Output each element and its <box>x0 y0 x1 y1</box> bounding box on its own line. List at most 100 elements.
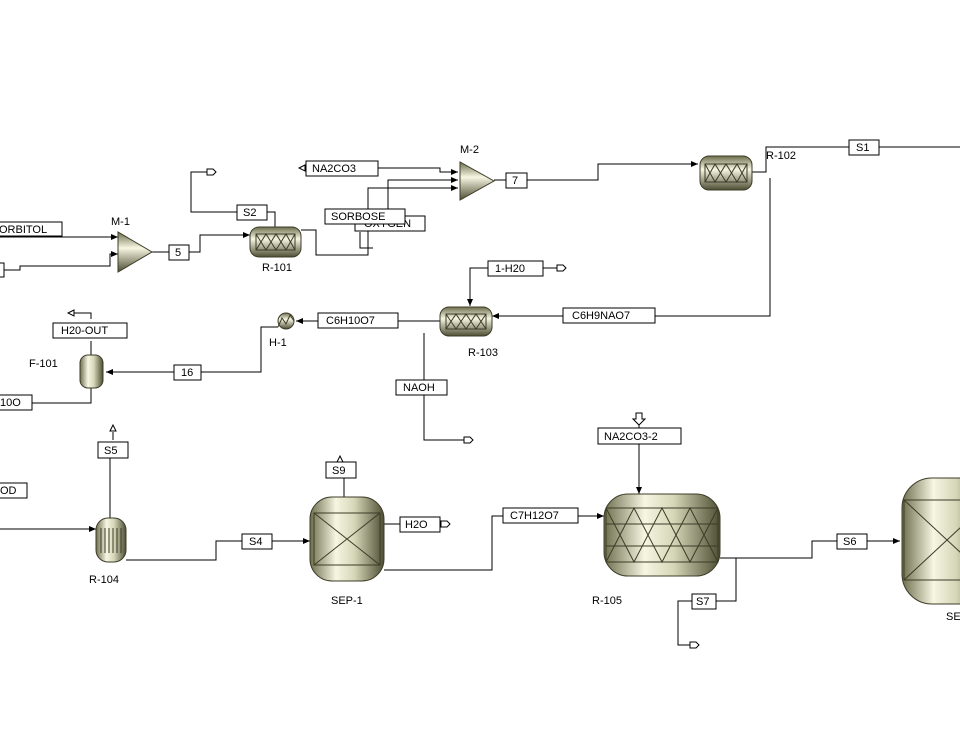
label-m2: M-2 <box>460 144 479 156</box>
tag-od-left[interactable]: OD <box>0 482 28 499</box>
label-f101: F-101 <box>29 358 58 370</box>
line-s2 <box>190 171 276 228</box>
tag-c7h12o7-text: C7H12O7 <box>510 510 559 522</box>
label-r103: R-103 <box>468 347 498 359</box>
line-c6h9nao7 <box>492 178 771 317</box>
line-naoh <box>423 333 464 441</box>
arrow-m1-in-a <box>111 234 118 240</box>
tag-stream-5[interactable]: 5 <box>168 244 190 261</box>
line-r101-out <box>301 187 458 256</box>
tag-s4[interactable]: S4 <box>241 533 273 550</box>
tag-stream-16-text: 16 <box>181 367 193 379</box>
reactor-r104-tubes <box>100 528 122 553</box>
tag-na2co3-2-text: NA2CO3-2 <box>604 431 658 443</box>
separator-right-inner <box>903 499 960 581</box>
tag-naoh[interactable]: NAOH <box>395 379 448 396</box>
tag-stream-16[interactable]: 16 <box>173 364 202 381</box>
tag-c6h10o-left-text: 10O <box>0 397 21 409</box>
line-sorbose <box>387 179 458 216</box>
tag-na2co3-2[interactable]: NA2CO3-2 <box>597 427 682 445</box>
reactor-r105[interactable] <box>603 493 721 577</box>
label-h1: H-1 <box>269 337 287 349</box>
reactor-r104[interactable] <box>95 517 127 563</box>
mixer-m1-icon <box>117 231 153 273</box>
arrow-r105-top <box>636 487 642 494</box>
tag-c6h10o-left[interactable]: 10O <box>0 394 33 411</box>
reactor-r103[interactable] <box>439 306 493 337</box>
arrow-r105-in <box>597 513 604 519</box>
reactor-r105-cross <box>605 506 719 564</box>
tag-s5-text: S5 <box>104 445 117 457</box>
tag-h2o[interactable]: H2O <box>399 516 441 533</box>
line-h2o-out <box>74 312 92 356</box>
separator-right[interactable] <box>901 477 960 605</box>
arrow-m2-in-c <box>451 185 458 191</box>
tag-c6h10o7-text: C6H10O7 <box>326 315 375 327</box>
block-labels: M-1 M-2 R-101 R-102 R-103 H-1 F-101 R-10… <box>29 144 960 623</box>
tag-sorbitol-text: ORBITOL <box>0 224 47 236</box>
tag-sorbose-text: SORBOSE <box>331 211 385 223</box>
mixer-m1[interactable] <box>117 231 153 273</box>
label-r104: R-104 <box>89 574 119 586</box>
mixer-m2-icon <box>459 161 496 201</box>
terminal-arrow-na2co3 <box>297 164 306 172</box>
arrow-sep1-in <box>303 538 310 544</box>
tag-s4-text: S4 <box>249 536 262 548</box>
tag-s6-text: S6 <box>843 536 856 548</box>
tag-stream-7-text: 7 <box>512 175 518 187</box>
mixer-m2[interactable] <box>459 161 496 201</box>
tag-sorbose[interactable]: SORBOSE <box>324 208 406 225</box>
stream-tags: ORBITOL S2 NA2CO3 OXYGEN SORBOSE 5 7 <box>0 139 880 610</box>
tag-h2o-text: H2O <box>405 519 428 531</box>
line-stream-7 <box>494 163 698 181</box>
terminal-arrow-na2co3-2 <box>631 412 647 426</box>
tag-s6[interactable]: S6 <box>836 533 868 550</box>
heater-h1-coil <box>277 313 295 328</box>
tag-s5[interactable]: S5 <box>97 441 129 459</box>
tag-1-h2o-text: 1-H20 <box>495 263 525 275</box>
label-r105: R-105 <box>592 595 622 607</box>
tag-s7[interactable]: S7 <box>691 593 717 610</box>
tag-c7h12o7[interactable]: C7H12O7 <box>502 507 579 524</box>
reactor-r102-cross <box>704 163 748 183</box>
reactor-r102[interactable] <box>699 155 753 191</box>
arrow-r103-top <box>467 299 473 306</box>
tag-na2co3[interactable]: NA2CO3 <box>305 160 379 177</box>
arrow-m1-in-b <box>111 251 118 257</box>
terminal-arrow-h2o-out <box>66 309 75 317</box>
separator-sep1[interactable] <box>309 496 385 582</box>
separator-right-icon <box>901 477 960 605</box>
reactor-r101-icon <box>249 226 302 258</box>
label-sep-right: SE <box>946 611 960 623</box>
tag-h2o-out-text: H20-OUT <box>61 325 108 337</box>
product-terminal-arrows <box>66 164 700 649</box>
tag-na2co3-text: NA2CO3 <box>312 163 356 175</box>
tag-s1[interactable]: S1 <box>848 139 880 156</box>
flash-f101-icon <box>79 354 104 389</box>
tag-c6h9nao7-text: C6H9NAO7 <box>572 310 630 322</box>
tag-s9[interactable]: S9 <box>325 461 357 479</box>
flash-f101[interactable] <box>79 354 104 389</box>
arrow-m2-in-a <box>451 169 458 175</box>
terminal-arrow-1-h2o <box>556 264 567 272</box>
tag-c6h10o7[interactable]: C6H10O7 <box>317 312 399 329</box>
reactor-r101-cross <box>255 233 296 251</box>
tag-h2o-out[interactable]: H20-OUT <box>52 322 128 339</box>
terminal-arrow-h2o <box>440 520 451 528</box>
tag-1-h2o[interactable]: 1-H20 <box>487 260 544 277</box>
tag-s9-text: S9 <box>332 465 345 477</box>
line-s6 <box>720 540 900 559</box>
terminal-arrow-s5 <box>109 423 117 432</box>
tag-c6h9nao7[interactable]: C6H9NAO7 <box>562 307 656 324</box>
tag-sorbitol[interactable]: ORBITOL <box>0 221 63 237</box>
separator-right-cross <box>903 499 960 581</box>
line-na2co3 <box>378 167 458 173</box>
tag-stream-7[interactable]: 7 <box>505 172 528 189</box>
heater-h1[interactable] <box>277 312 295 330</box>
tag-lower-feed[interactable] <box>0 262 5 278</box>
arrow-r102-in <box>691 161 698 167</box>
terminal-arrow-s7 <box>689 641 700 649</box>
line-s5 <box>109 432 114 518</box>
tag-s2[interactable]: S2 <box>236 204 268 221</box>
reactor-r101[interactable] <box>249 226 302 258</box>
